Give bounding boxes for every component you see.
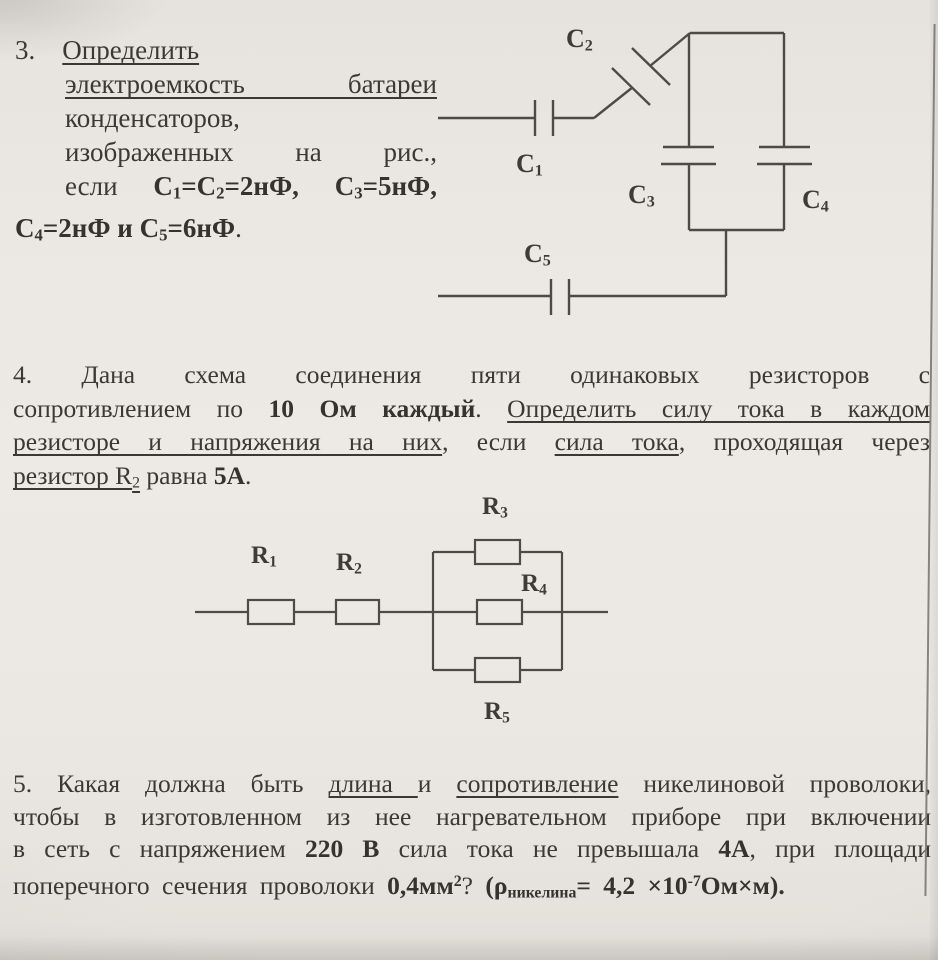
label-c3: C3	[628, 180, 655, 211]
label-r4: R4	[521, 570, 547, 599]
resistor-r2	[334, 598, 381, 626]
label-c4: C4	[802, 185, 829, 216]
label-c2: C2	[566, 24, 593, 55]
label-r1: R1	[251, 542, 277, 571]
problem-3-text: 3. Определить электроемкость батареи кон…	[15, 33, 437, 252]
problem-3-line-1: 3. Определить	[15, 35, 200, 65]
capacitor-circuit-diagram	[438, 31, 812, 315]
resistor-circuit-diagram	[195, 538, 608, 684]
problem-3-line-6: С4=2нФ и С5=6нФ.	[15, 212, 242, 245]
problem-5-line-3: в сеть с напряжением 220 В сила тока не …	[13, 834, 931, 863]
page-edge-shading	[930, 0, 938, 960]
problem-5-text: 5. Какая должна быть длина и сопротивлен…	[13, 768, 931, 909]
capacitor-c5	[438, 279, 726, 315]
problem-4-line-4: резистор R2 равна 5А.	[13, 460, 252, 491]
problem-3-line-3: конденсаторов,	[65, 103, 240, 133]
resistor-r3	[473, 538, 522, 566]
label-r3: R3	[482, 493, 508, 522]
label-r5: R5	[484, 698, 510, 727]
label-r2: R2	[336, 549, 362, 578]
problem-4-text: 4. Дана схема соединения пяти одинаковых…	[13, 358, 930, 499]
resistor-r4	[475, 598, 524, 626]
problem-5-line-4: поперечного сечения проволоки 0,4мм2? (ρ…	[13, 870, 785, 901]
problem-4-line-2: сопротивлением по 10 Ом каждый. Определи…	[13, 393, 931, 423]
problem-5-line-2: чтобы в изготовленном из нее нагреватель…	[13, 801, 931, 831]
capacitor-c4	[757, 33, 812, 230]
parallel-branch-wires	[689, 31, 784, 296]
resistor-r5	[473, 656, 522, 684]
parallel-block-wires	[431, 550, 564, 672]
label-c1: C1	[516, 149, 543, 180]
problem-3-line-2: электроемкость батареи	[65, 69, 437, 99]
label-c5: C5	[524, 239, 551, 270]
problem-4-line-3: резисторе и напряжения на них, если сила…	[13, 427, 930, 456]
problem-4-line-1: 4. Дана схема соединения пяти одинаковых…	[13, 360, 930, 389]
problem-5-line-1: 5. Какая должна быть длина и сопротивлен…	[13, 769, 931, 798]
capacitor-c1	[438, 100, 594, 136]
capacitor-c2	[593, 32, 691, 119]
problem-3-line-4: изображенных на рис.,	[65, 137, 437, 167]
capacitor-c3	[661, 33, 716, 230]
problem-3-line-5: если С1=С2=2нФ, С3=5нФ,	[65, 171, 437, 203]
resistor-r1	[246, 598, 296, 626]
